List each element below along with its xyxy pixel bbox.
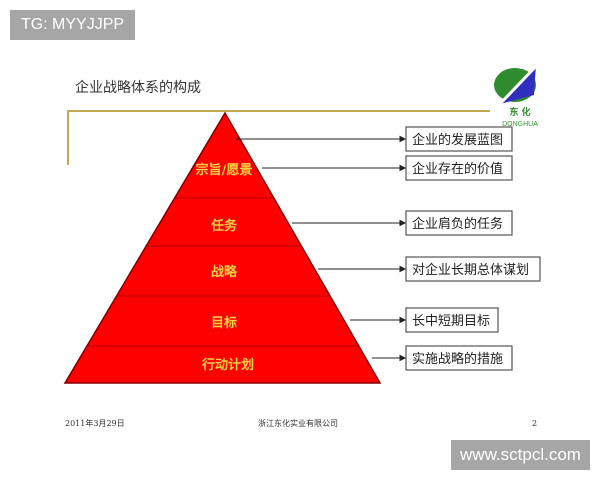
slide-title: 企业战略体系的构成 — [75, 79, 201, 96]
description-box — [405, 256, 541, 282]
arrow-head — [399, 164, 407, 172]
watermark-top-left: TG: MYYJJPP — [10, 10, 135, 40]
footer-date: 2011年3月29日 — [65, 418, 125, 428]
arrow-head — [399, 354, 407, 362]
arrow-head — [399, 265, 407, 273]
arrow-head — [399, 219, 407, 227]
page-number: 2 — [532, 419, 537, 428]
description-box — [405, 307, 499, 333]
description-box — [405, 155, 513, 181]
watermark-bottom-right: www.sctpcl.com — [451, 440, 590, 470]
level-label: 任务 — [210, 218, 238, 234]
description-box — [405, 126, 513, 152]
svg-text:DONGHUA: DONGHUA — [502, 121, 538, 128]
description-box — [405, 210, 513, 236]
description-text: 长中短期目标 — [412, 314, 490, 329]
accent-line — [67, 110, 490, 165]
description-text: 企业肩负的任务 — [412, 216, 503, 232]
arrow-head — [399, 316, 407, 324]
description-text: 对企业长期总体谋划 — [412, 262, 529, 278]
svg-text:东 化: 东 化 — [509, 106, 530, 118]
description-box — [405, 345, 513, 371]
pyramid — [63, 111, 382, 384]
donghua-logo: 东 化 DONGHUA — [494, 60, 542, 128]
footer-company: 浙江东化实业有限公司 — [258, 418, 338, 428]
level-label: 目标 — [211, 315, 237, 331]
arrow-head — [399, 135, 407, 143]
description-text: 企业的发展蓝图 — [412, 132, 503, 148]
description-text: 实施战略的措施 — [412, 351, 503, 367]
level-label: 宗旨/愿景 — [196, 162, 253, 178]
level-label: 战略 — [211, 264, 238, 280]
level-label: 行动计划 — [201, 357, 254, 373]
description-text: 企业存在的价值 — [412, 161, 503, 177]
